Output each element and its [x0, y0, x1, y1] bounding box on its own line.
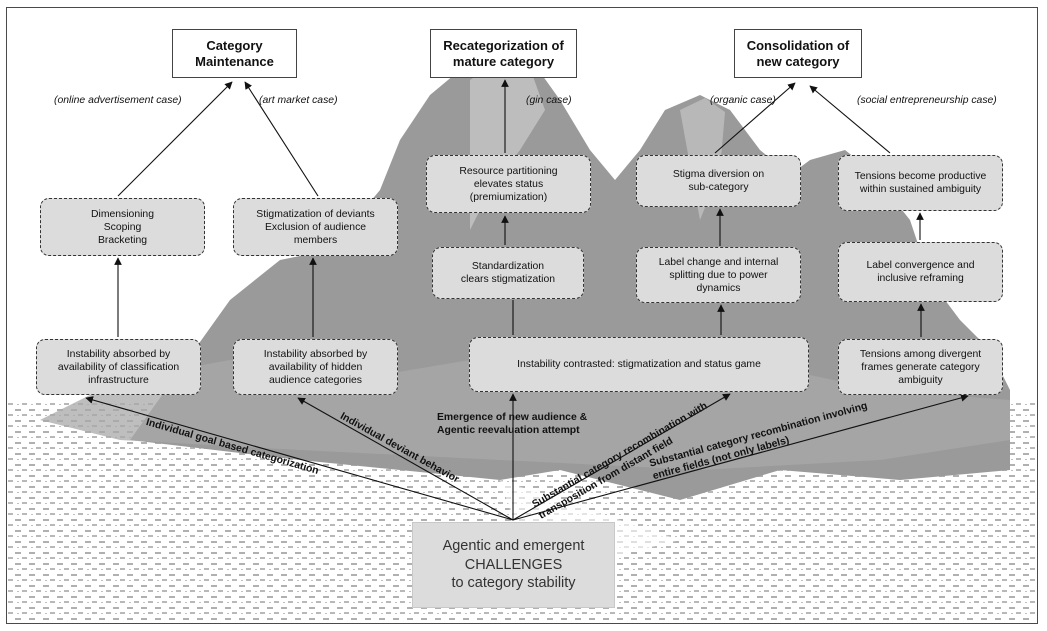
arrow-goal-based: [85, 396, 514, 521]
box-instability-hidden: Instability absorbed by availability of …: [233, 339, 398, 395]
heading-consolidation: Consolidation of new category: [734, 29, 862, 78]
case-art-market: (art market case): [259, 95, 338, 106]
box-tensions-productive: Tensions become productive within sustai…: [838, 155, 1003, 211]
box-resource-partitioning: Resource partitioning elevates status (p…: [426, 155, 591, 213]
arrow-transposition: [512, 393, 731, 521]
label-new-audience: Emergence of new audience & Agentic reev…: [437, 412, 588, 436]
box-stigma-diversion: Stigma diversion on sub-category: [636, 155, 801, 207]
box-tensions-divergent: Tensions among divergent frames generate…: [838, 339, 1003, 395]
heading-category-maintenance: Category Maintenance: [172, 29, 297, 78]
heading-recategorization: Recategorization of mature category: [430, 29, 577, 78]
box-stigmatization-deviants: Stigmatization of deviants Exclusion of …: [233, 198, 398, 256]
case-organic: (organic case): [710, 95, 776, 106]
box-label-convergence: Label convergence and inclusive reframin…: [838, 242, 1003, 302]
figure-frame: [6, 7, 1038, 624]
case-online-advertisement: (online advertisement case): [54, 95, 182, 106]
arrow-deviant: [297, 397, 514, 521]
box-instability-contrasted: Instability contrasted: stigmatization a…: [469, 337, 809, 392]
challenges-box: Agentic and emergent CHALLENGES to categ…: [412, 522, 615, 608]
case-gin: (gin case): [526, 95, 572, 106]
arrow-entire-fields: [512, 394, 969, 521]
box-label-change: Label change and internal splitting due …: [636, 247, 801, 303]
box-instability-classification: Instability absorbed by availability of …: [36, 339, 201, 395]
case-social-entrepreneurship: (social entrepreneurship case): [857, 95, 997, 106]
box-dimensioning: Dimensioning Scoping Bracketing: [40, 198, 205, 256]
box-standardization: Standardization clears stigmatization: [432, 247, 584, 299]
